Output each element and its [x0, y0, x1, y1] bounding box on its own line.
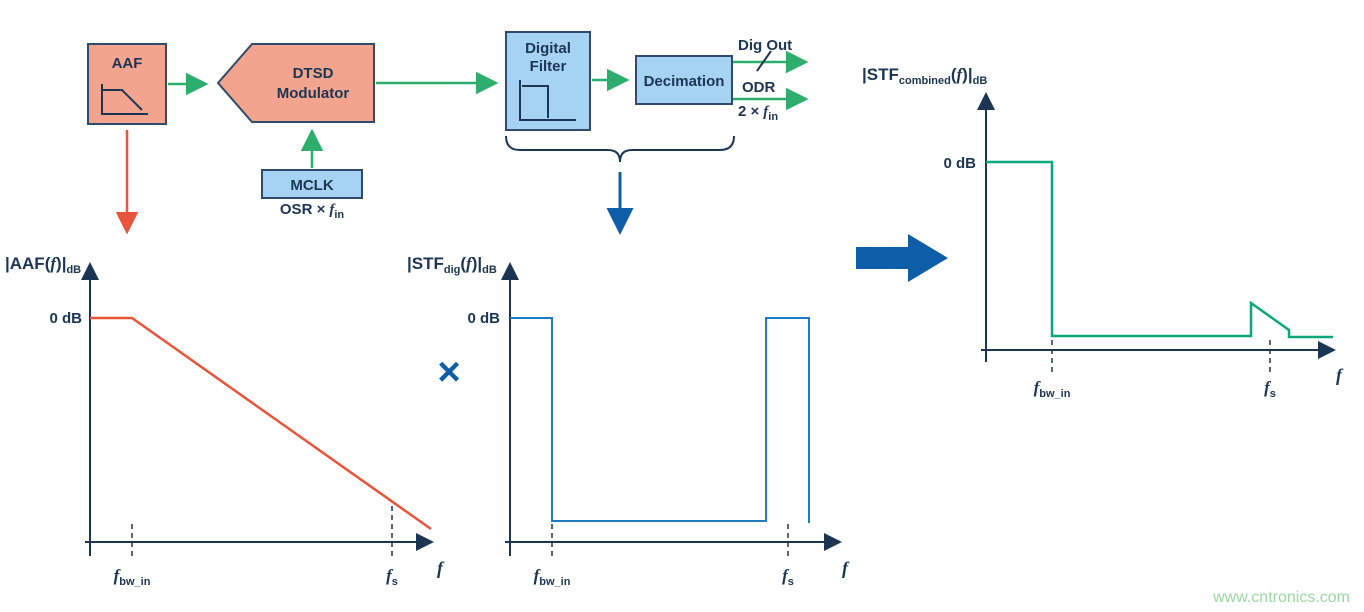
combined-plot-zero-db-label: 0 dB: [943, 155, 976, 172]
dtsd-label-line1: DTSD: [293, 65, 334, 82]
combined-plot-title: |STFcombined(f)|dB: [862, 65, 987, 87]
aaf-plot-x-axis-label: f: [437, 558, 445, 578]
stf-dig-plot-x-axis-label: f: [842, 558, 850, 578]
combined-plot-x-axis-label: f: [1336, 365, 1344, 385]
aaf-plot-fbw-label: fbw_in: [114, 566, 151, 588]
aaf-response-curve: [90, 316, 432, 531]
multiply-operator: ×: [437, 350, 460, 394]
brace: [505, 135, 735, 163]
combine-arrow: [856, 234, 948, 282]
stf-dig-plot-fbw-label: fbw_in: [534, 566, 571, 588]
brickwall-filter-icon: [519, 80, 576, 121]
odr-rate-label: 2 ×fin: [738, 103, 778, 123]
combined-response-plot: |STFcombined(f)|dB 0 dB fbw_in fs f: [862, 65, 1344, 400]
dig-out-label: Dig Out: [738, 37, 792, 54]
aaf-plot-title: |AAF(f)|dB: [5, 254, 81, 276]
lowpass-filter-icon: [101, 84, 148, 115]
bus-width-slash-icon: [756, 50, 772, 72]
combined-response-curve: [986, 160, 1333, 339]
odr-label: ODR: [742, 79, 776, 96]
dtsd-label-line2: Modulator: [277, 85, 350, 102]
decimation-block: [635, 55, 733, 105]
combined-plot-fbw-label: fbw_in: [1034, 378, 1071, 400]
mclk-block: [261, 169, 363, 199]
digital-filter-label-line2: Filter: [530, 58, 567, 75]
aaf-response-plot: |AAF(f)|dB 0 dB fbw_in fs f: [5, 254, 445, 588]
stf-dig-plot-zero-db-label: 0 dB: [467, 310, 500, 327]
stf-dig-plot-title: |STFdig(f)|dB: [407, 254, 497, 276]
combined-plot-fs-label: fs: [1264, 378, 1276, 400]
watermark: www.cntronics.com: [1212, 589, 1350, 606]
dtsd-modulator-block: [216, 43, 375, 123]
aaf-plot-fs-label: fs: [386, 566, 398, 588]
mclk-label: MCLK: [290, 177, 333, 194]
aaf-plot-zero-db-label: 0 dB: [49, 310, 82, 327]
digital-filter-label-line1: Digital: [525, 40, 571, 57]
decimation-label: Decimation: [644, 73, 725, 90]
block-diagram: AAF DTSD Modulator Digital Filter Decima…: [87, 31, 809, 235]
stf-dig-response-plot: |STFdig(f)|dB 0 dB fbw_in fs f: [407, 254, 850, 588]
stf-dig-plot-fs-label: fs: [782, 566, 794, 588]
mclk-rate-label: OSR ×fin: [280, 201, 344, 221]
stf-dig-response-curve: [510, 317, 810, 523]
aaf-block-label: AAF: [112, 55, 143, 72]
